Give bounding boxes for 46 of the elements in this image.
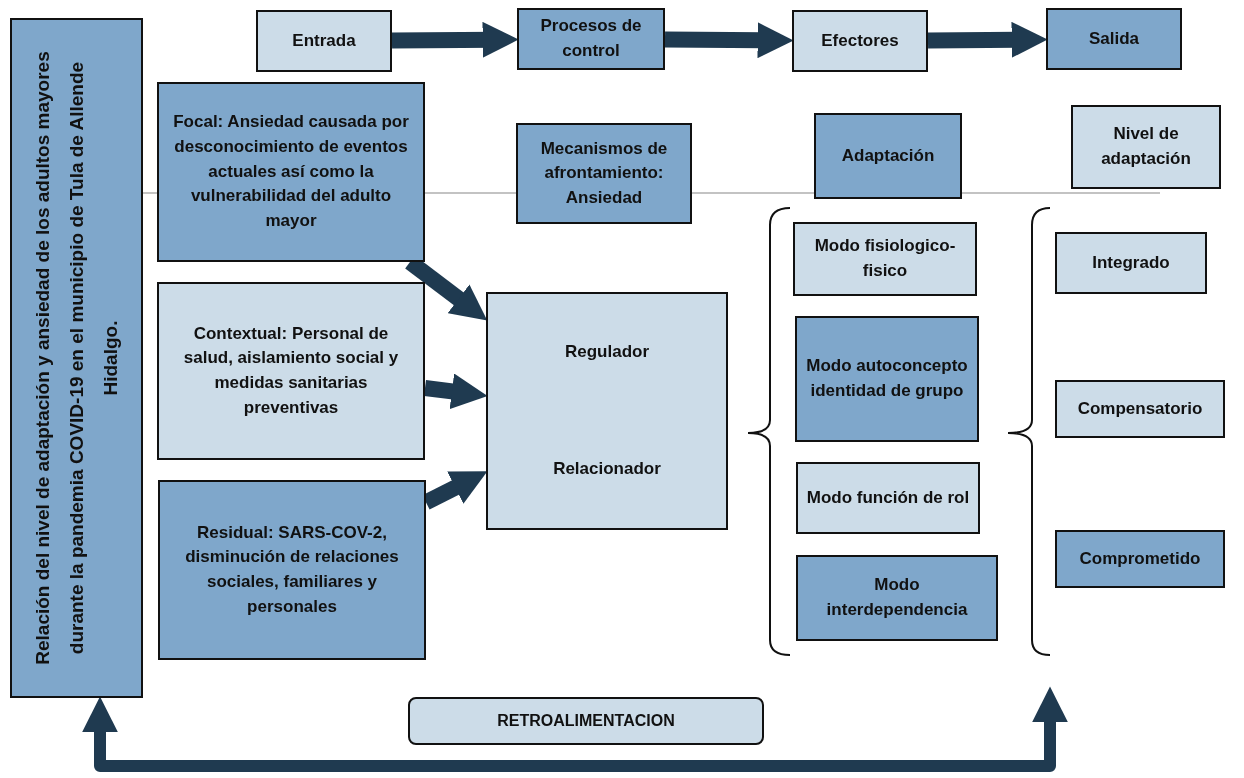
box-label: Entrada bbox=[292, 29, 356, 52]
concept-box bbox=[516, 123, 692, 224]
box-label: Modo autoconcepto identidad de grupo bbox=[805, 355, 969, 402]
box-label: Modo función de rol bbox=[806, 486, 970, 509]
feedback-box bbox=[408, 697, 764, 745]
title-box bbox=[10, 18, 143, 698]
process-box bbox=[486, 292, 728, 530]
concept-box bbox=[792, 10, 928, 72]
concept-box bbox=[256, 10, 392, 72]
box-label: Integrado bbox=[1092, 251, 1170, 274]
box-label: Procesos de control bbox=[539, 15, 643, 62]
box-label: Contextual: Personal de salud, aislamiento social y medidas sanitarias preventivas bbox=[182, 322, 400, 419]
block-arrow bbox=[664, 22, 794, 59]
box-label: Focal: Ansiedad causada por desconocimiento de eventos actuales así como la vulnerabilidad del adulto mayor bbox=[172, 111, 410, 232]
concept-box bbox=[1055, 232, 1207, 294]
box-label: Compensatorio bbox=[1077, 397, 1203, 420]
box-label: Adaptación bbox=[841, 144, 935, 167]
box-label: Modo interdependencia bbox=[825, 574, 969, 621]
concept-box bbox=[795, 316, 979, 442]
box-label: Residual: SARS-COV-2, disminución de relaciones sociales, familiares y personales bbox=[184, 521, 400, 618]
box-label: Modo fisiologico-fisico bbox=[813, 235, 957, 282]
concept-box bbox=[158, 480, 426, 660]
box-label: Relacionador bbox=[553, 458, 661, 481]
box-label: Salida bbox=[1088, 27, 1140, 50]
box-label: Comprometido bbox=[1079, 547, 1201, 570]
concept-box bbox=[1055, 380, 1225, 438]
concept-box bbox=[796, 555, 998, 641]
title-text: Relación del nivel de adaptación y ansiedad de los adultos mayores durante la pandemia COVID-19 en el municipio de Tula de Allende Hidalgo. bbox=[31, 51, 121, 665]
block-arrow bbox=[391, 21, 519, 58]
box-label: RETROALIMENTACION bbox=[497, 711, 675, 732]
block-arrow bbox=[82, 686, 1068, 772]
concept-box bbox=[517, 8, 665, 70]
concept-box bbox=[793, 222, 977, 296]
concept-box bbox=[1055, 530, 1225, 588]
concept-box bbox=[1071, 105, 1221, 189]
box-label: Nivel de adaptación bbox=[1100, 123, 1192, 170]
box-label: Regulador bbox=[564, 341, 650, 364]
block-arrow bbox=[424, 373, 488, 410]
block-arrow bbox=[927, 21, 1048, 58]
concept-box bbox=[157, 82, 425, 262]
box-label: Mecanismos de afrontamiento: Ansiedad bbox=[539, 137, 669, 209]
concept-box bbox=[157, 282, 425, 460]
concept-box bbox=[796, 462, 980, 534]
concept-box bbox=[1046, 8, 1182, 70]
concept-box bbox=[814, 113, 962, 199]
box-label: Efectores bbox=[821, 29, 899, 52]
